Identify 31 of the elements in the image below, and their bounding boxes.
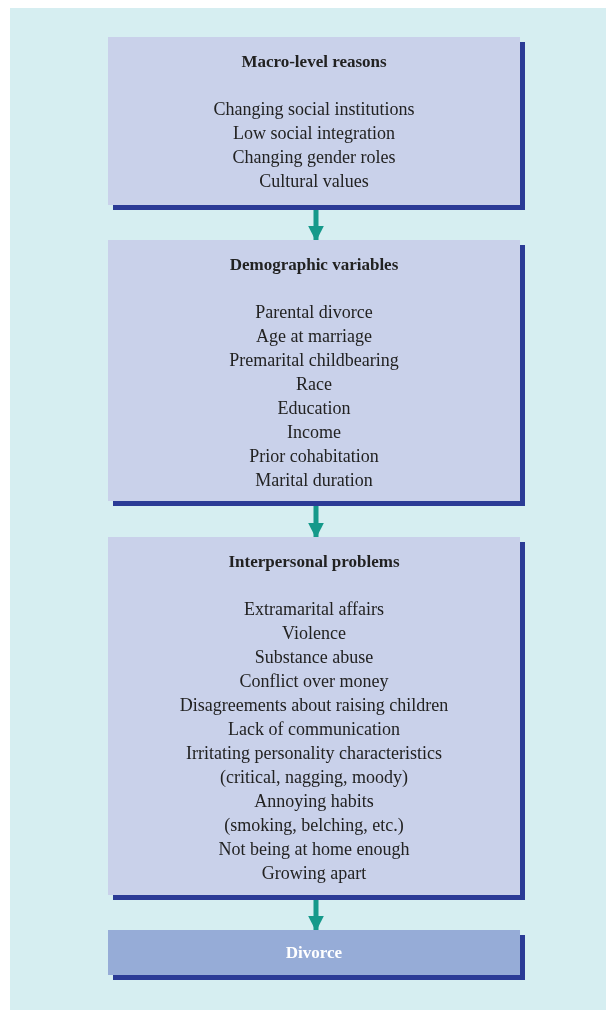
list-item: (smoking, belching, etc.) xyxy=(224,814,404,837)
list-item: Cultural values xyxy=(259,170,369,193)
list-item: Education xyxy=(277,397,351,420)
list-item: Income xyxy=(287,421,341,444)
arrow xyxy=(308,210,324,242)
list-item: Extramarital affairs xyxy=(243,598,385,621)
arrow xyxy=(308,506,324,539)
list-item: Annoying habits xyxy=(254,790,374,813)
list-item: Changing gender roles xyxy=(232,146,396,169)
list-item: Parental divorce xyxy=(255,301,373,324)
list-item: Substance abuse xyxy=(254,646,374,669)
result-label: Divorce xyxy=(285,941,343,964)
list-item: Not being at home enough xyxy=(218,838,410,861)
box-heading: Demographic variables xyxy=(229,254,399,276)
arrow xyxy=(308,900,324,932)
list-item: Violence xyxy=(282,622,346,645)
list-item: Conflict over money xyxy=(239,670,389,693)
list-item: Changing social institutions xyxy=(213,98,415,121)
box-heading: Macro-level reasons xyxy=(241,51,387,73)
list-item: Race xyxy=(296,373,332,396)
list-item: Marital duration xyxy=(255,469,373,492)
list-item: (critical, nagging, moody) xyxy=(220,766,408,789)
list-item: Growing apart xyxy=(261,862,367,885)
list-item: Low social integration xyxy=(233,122,395,145)
list-item: Irritating personality characteristics xyxy=(186,742,442,765)
list-item: Age at marriage xyxy=(256,325,372,348)
list-item: Premarital childbearing xyxy=(229,349,399,372)
list-item: Lack of communication xyxy=(228,718,400,741)
list-item: Prior cohabitation xyxy=(249,445,379,468)
box-heading: Interpersonal problems xyxy=(228,551,400,573)
list-item: Disagreements about raising children xyxy=(179,694,449,717)
